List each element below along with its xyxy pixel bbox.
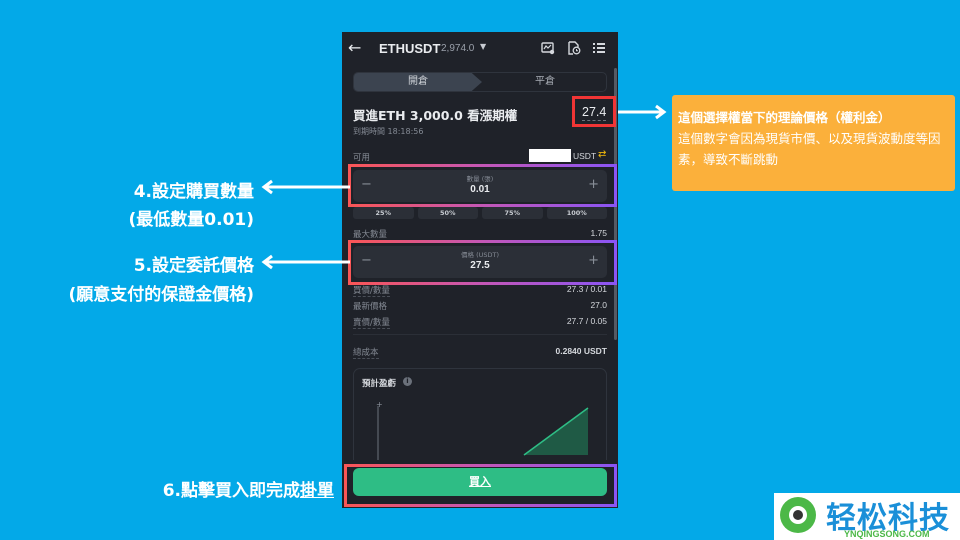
available-balance-redacted: [529, 149, 571, 162]
premium-highlight-box: [572, 96, 616, 127]
option-title: 買進ETH 3,000.0 看漲期權: [353, 108, 518, 123]
menu-list-icon[interactable]: [592, 41, 606, 55]
price-increase-button[interactable]: +: [588, 253, 599, 268]
quantity-input[interactable]: [353, 184, 607, 195]
step6-underlined-text: 掛單: [300, 481, 334, 501]
expiry-time: 到期時間 18:18:56: [353, 127, 424, 136]
price-input[interactable]: [353, 260, 607, 271]
quantity-stepper: − 數量 (張) +: [353, 170, 607, 202]
available-label: 可用: [353, 153, 371, 163]
percent-75-button[interactable]: 75%: [482, 207, 543, 219]
info-icon[interactable]: i: [403, 377, 412, 386]
premium-explanation-callout: 這個選擇權當下的理論價格（權利金） 這個數字會因為現貨市價、以及現貨波動度等因素…: [672, 95, 955, 191]
back-arrow-icon[interactable]: ←: [348, 38, 362, 57]
percent-100-button[interactable]: 100%: [546, 207, 607, 219]
pnl-profit-line: [523, 407, 589, 456]
chart-settings-icon[interactable]: [541, 41, 555, 55]
option-premium-price: 27.4: [582, 105, 607, 121]
divider: [353, 334, 607, 335]
logo-chinese-text: 轻松科技: [826, 501, 950, 536]
price-label: 價格 (USDT): [461, 251, 499, 259]
quantity-arrow-head: [261, 179, 273, 195]
buy-bar: 買入: [342, 460, 618, 508]
quantity-increase-button[interactable]: +: [588, 177, 599, 192]
price-arrow-head: [261, 254, 273, 270]
tab-open-position[interactable]: 開倉: [354, 73, 482, 91]
available-unit: USDT: [573, 151, 597, 161]
step6-text: 6.點擊買入即完成: [162, 481, 300, 501]
max-quantity-value: 1.75: [590, 228, 607, 238]
step6-instruction: 6.點擊買入即完成掛單: [163, 476, 334, 501]
brand-logo: 轻松科技 YNQINGSONG.COM: [774, 493, 960, 540]
step4-title: 4.設定購買數量: [133, 182, 254, 202]
ask-row: 賣價/數量 27.7 / 0.05: [353, 316, 607, 329]
last-price-row: 最新價格 27.0: [353, 300, 607, 312]
logo-eye-icon: [780, 497, 816, 533]
max-quantity-label: 最大數量: [353, 230, 388, 241]
total-cost-label: 總成本: [353, 348, 379, 359]
price-stepper: − 價格 (USDT) +: [353, 246, 607, 278]
percent-25-button[interactable]: 25%: [353, 207, 414, 219]
step5-subtitle: (願意支付的保證金價格): [68, 285, 254, 305]
top-bar: ← ETHUSDT 2,974.0 ▼: [342, 32, 618, 66]
ask-value: 27.7 / 0.05: [566, 316, 607, 326]
bid-value: 27.3 / 0.01: [566, 284, 607, 294]
transfer-icon[interactable]: ⇄: [598, 149, 607, 160]
total-cost-value: 0.2840 USDT: [555, 346, 608, 356]
callout-body: 這個數字會因為現貨市價、以及現貨波動度等因素，導致不斷跳動: [678, 131, 941, 167]
ask-label: 賣價/數量: [353, 318, 390, 329]
tab-close-position[interactable]: 平倉: [535, 76, 555, 87]
order-history-icon[interactable]: [567, 41, 581, 55]
bid-row: 買價/數量 27.3 / 0.01: [353, 284, 607, 297]
symbol-name[interactable]: ETHUSDT: [379, 41, 441, 56]
total-cost-row: 總成本 0.2840 USDT: [353, 346, 608, 359]
last-price-value: 27.0: [590, 300, 607, 310]
bid-label: 買價/數量: [353, 286, 390, 297]
percent-selector: 25% 50% 75% 100%: [353, 207, 607, 219]
position-tabs: 開倉 平倉: [353, 72, 607, 92]
quantity-label: 數量 (張): [466, 175, 494, 183]
premium-arrow-head: [655, 104, 667, 120]
symbol-price: 2,974.0: [441, 43, 475, 54]
pnl-chart-title: 預計盈虧: [362, 379, 397, 389]
buy-button[interactable]: 買入: [353, 468, 607, 496]
pnl-axis-plus-label: +: [376, 400, 383, 409]
logo-domain-text: YNQINGSONG.COM: [844, 529, 930, 539]
callout-heading: 這個選擇權當下的理論價格（權利金）: [678, 110, 891, 125]
last-price-label: 最新價格: [353, 302, 388, 312]
percent-50-button[interactable]: 50%: [417, 207, 478, 219]
step4-subtitle: (最低數量0.01): [128, 210, 254, 230]
step5-title: 5.設定委託價格: [133, 256, 254, 276]
max-quantity-row: 最大數量 1.75: [353, 228, 607, 241]
symbol-dropdown-caret-icon[interactable]: ▼: [480, 42, 487, 51]
